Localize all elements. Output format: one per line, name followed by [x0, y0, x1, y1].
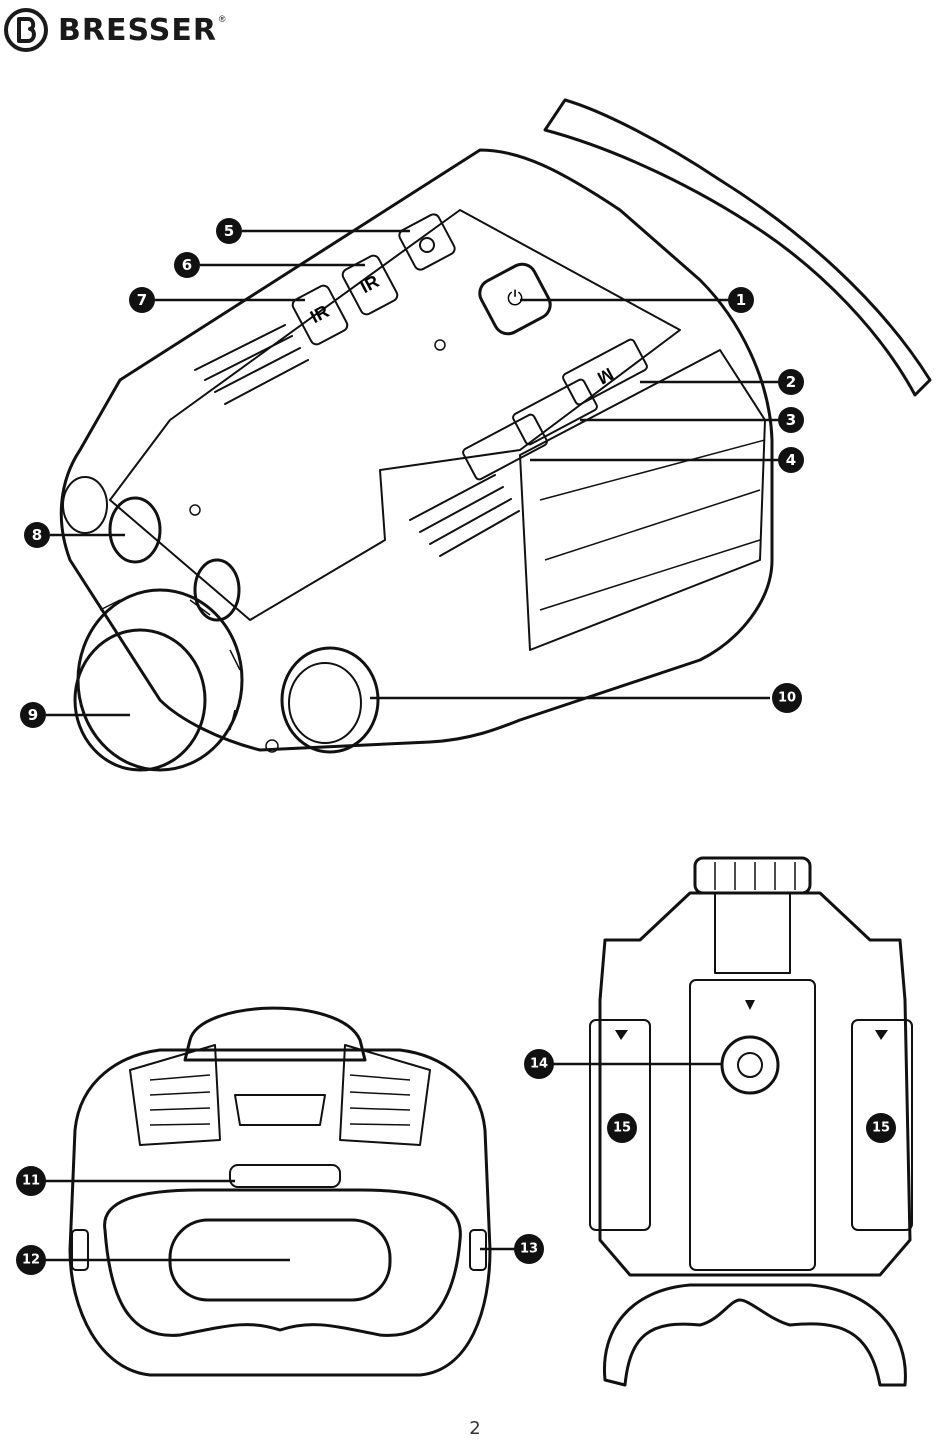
panel-screw	[434, 339, 446, 351]
ir-button-2[interactable]	[341, 254, 400, 317]
svg-text:1: 1	[736, 291, 746, 309]
mode-button-label: M	[594, 364, 617, 389]
callout-9: 9	[20, 702, 46, 728]
side-panel	[519, 349, 766, 651]
svg-text:10: 10	[778, 691, 796, 706]
zoom-button[interactable]	[512, 378, 599, 446]
secondary-lens	[288, 662, 362, 744]
bottom-knob-knurl	[714, 862, 796, 890]
svg-text:8: 8	[32, 526, 42, 544]
callout-6: 6	[174, 252, 200, 278]
front-screw	[265, 739, 279, 753]
callout-3: 3	[778, 407, 804, 433]
objective-lens	[73, 628, 207, 772]
battery-cover-left[interactable]	[589, 1019, 651, 1231]
grip-ribs-left	[194, 324, 309, 405]
svg-text:3: 3	[786, 411, 796, 429]
device-body-outline	[59, 148, 774, 752]
svg-text:6: 6	[182, 256, 192, 274]
ir-illuminator-3	[62, 476, 108, 534]
svg-text:13: 13	[520, 1242, 538, 1257]
callout-1: 1	[728, 287, 754, 313]
tripod-socket-outer	[720, 1035, 780, 1095]
arrow-marker-right	[875, 1030, 888, 1040]
callout-15-right: 15	[866, 1113, 896, 1143]
bottom-view-illustration: 14 15 15	[524, 856, 913, 1387]
svg-text:14: 14	[530, 1057, 548, 1072]
registered-mark: ®	[218, 14, 226, 24]
ir-button-2-label: IR	[357, 271, 382, 297]
side-ridges	[539, 439, 766, 611]
svg-text:2: 2	[786, 373, 796, 391]
arrow-marker-left	[615, 1030, 628, 1040]
rear-eyepiece-cup	[103, 1188, 462, 1337]
power-icon: ⏻	[507, 288, 523, 310]
bottom-eyecup	[602, 1283, 907, 1387]
svg-text:12: 12	[22, 1253, 40, 1268]
tripod-socket	[737, 1052, 763, 1078]
panel-screw-2	[189, 504, 201, 516]
rear-right-vent	[339, 1044, 431, 1146]
camera-button[interactable]	[397, 212, 457, 272]
callout-14: 14	[524, 1049, 554, 1079]
callout-15-left: 15	[607, 1113, 637, 1143]
ir-button-1[interactable]	[291, 284, 350, 347]
ir-illuminator-1	[108, 496, 162, 564]
focus-ring-knurl	[99, 599, 241, 731]
page-number: 2	[469, 1418, 481, 1439]
top-panel	[109, 209, 681, 621]
rear-side-knob-left	[71, 1229, 89, 1271]
rear-vent-grilles	[149, 1074, 411, 1126]
brand-name: BRESSER	[58, 12, 217, 48]
callout-4: 4	[778, 447, 804, 473]
power-button[interactable]	[475, 259, 555, 338]
callout-11: 11	[16, 1166, 46, 1196]
objective-lens-ring	[76, 588, 244, 772]
callout-10: 10	[772, 683, 802, 713]
svg-text:15: 15	[613, 1121, 631, 1136]
rear-top-hood	[183, 1006, 367, 1062]
secondary-lens-ring	[280, 646, 380, 754]
svg-text:15: 15	[872, 1121, 890, 1136]
menu-button[interactable]	[462, 413, 549, 481]
bresser-b-logo-icon	[4, 8, 48, 52]
bottom-center-strip	[714, 892, 791, 974]
bottom-body-outline	[598, 891, 912, 1277]
rear-left-vent	[129, 1044, 221, 1146]
bottom-center-panel	[689, 979, 816, 1271]
callout-2: 2	[778, 369, 804, 395]
svg-text:4: 4	[786, 451, 796, 469]
eyecup-outline	[543, 98, 932, 397]
callout-13: 13	[514, 1234, 544, 1264]
svg-text:9: 9	[28, 706, 38, 724]
arrow-marker-center	[745, 1000, 755, 1010]
svg-text:5: 5	[224, 222, 234, 240]
rear-body-outline	[68, 1048, 492, 1377]
rear-slider-switch[interactable]	[229, 1164, 341, 1188]
callout-12: 12	[16, 1245, 46, 1275]
brand-logo: BRESSER ®	[4, 8, 226, 52]
camera-icon	[419, 237, 435, 253]
battery-cover-right[interactable]	[851, 1019, 913, 1231]
main-device-illustration: IR IR ⏻ M 1 2 3 4 5 6 7 8 9 10	[20, 98, 932, 772]
callout-8: 8	[24, 522, 50, 548]
callout-7: 7	[129, 287, 155, 313]
mode-button[interactable]	[562, 338, 649, 406]
callout-5: 5	[216, 218, 242, 244]
rear-center-block	[234, 1094, 326, 1126]
ir-illuminator-2	[193, 558, 241, 622]
rear-view-illustration: 11 12 13	[16, 1006, 544, 1377]
svg-text:7: 7	[137, 291, 147, 309]
bottom-focus-knob	[693, 856, 812, 895]
svg-text:11: 11	[22, 1174, 40, 1189]
grip-ribs-right	[409, 474, 520, 557]
